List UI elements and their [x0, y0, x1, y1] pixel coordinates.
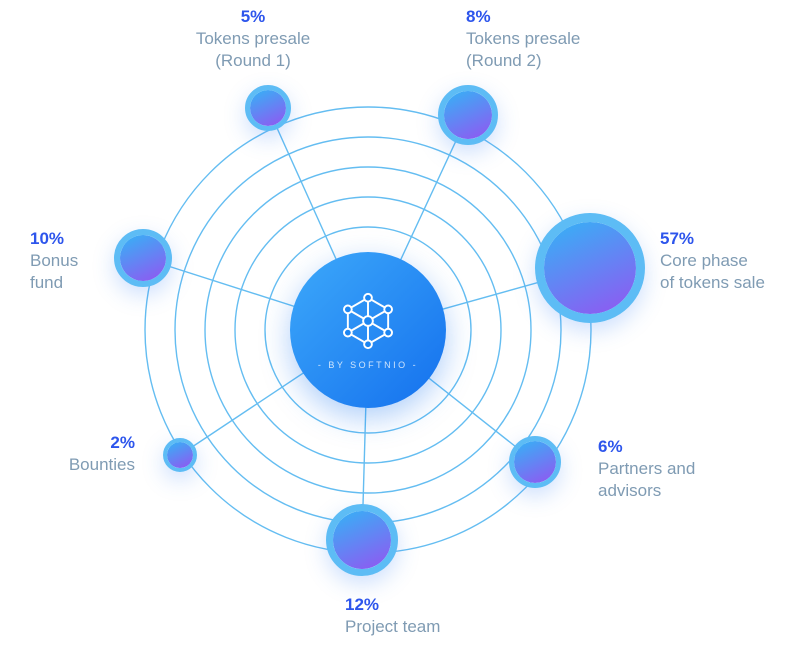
bubble-bounties [163, 438, 197, 472]
bubble-presale-round1 [245, 85, 291, 131]
pct-bonus-fund: 10% [30, 229, 65, 248]
label-core-sale: 57% Core phase of tokens sale [660, 228, 765, 294]
name-core-sale: Core phase [660, 251, 748, 270]
softnio-logo-icon [343, 292, 393, 350]
pct-presale-round2: 8% [466, 7, 491, 26]
label-project-team: 12% Project team [345, 594, 440, 638]
name-project-team: Project team [345, 617, 441, 636]
name-presale-round2: Tokens presale [466, 29, 581, 48]
orbit-ring [234, 196, 502, 464]
name-core-sale: of tokens sale [660, 273, 765, 292]
bubble-bonus-fund [114, 229, 172, 287]
pct-core-sale: 57% [660, 229, 695, 248]
name-presale-round1: (Round 1) [215, 51, 291, 70]
name-partners: Partners and [598, 459, 696, 478]
center-caption: - BY SOFTNIO - [317, 360, 419, 370]
pct-partners: 6% [598, 437, 623, 456]
name-bonus-fund: fund [30, 273, 64, 292]
label-partners: 6% Partners and advisors [598, 436, 695, 502]
label-bounties: 2% Bounties [40, 432, 135, 476]
bubble-core-sale [535, 213, 645, 323]
orbit-ring [264, 226, 472, 434]
name-presale-round1: Tokens presale [195, 29, 311, 48]
name-partners: advisors [598, 481, 662, 500]
bubble-presale-round2 [438, 85, 498, 145]
center-logo-circle: - BY SOFTNIO - [290, 252, 446, 408]
label-presale-round1: 5% Tokens presale (Round 1) [153, 6, 353, 72]
label-bonus-fund: 10% Bonus fund [30, 228, 78, 294]
pct-presale-round1: 5% [240, 7, 266, 26]
bubble-partners [509, 436, 561, 488]
pct-bounties: 2% [110, 433, 135, 452]
name-bonus-fund: Bonus [30, 251, 79, 270]
label-presale-round2: 8% Tokens presale (Round 2) [466, 6, 580, 72]
name-presale-round2: (Round 2) [466, 51, 542, 70]
orbit-ring [204, 166, 532, 494]
pct-project-team: 12% [345, 595, 380, 614]
bubble-project-team [326, 504, 398, 576]
name-bounties: Bounties [68, 455, 135, 474]
